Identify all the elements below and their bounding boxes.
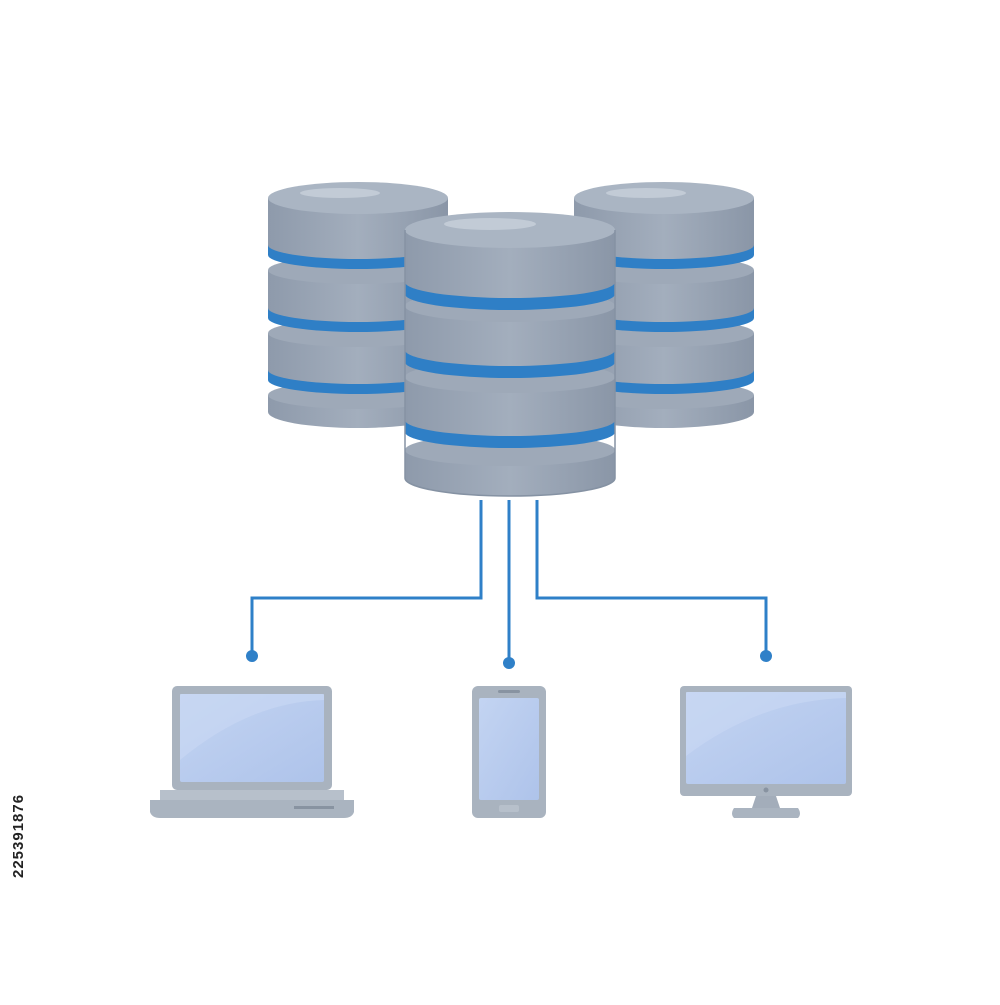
desktop-monitor-icon — [680, 686, 852, 818]
server-left — [268, 182, 448, 428]
server-right — [574, 182, 754, 428]
connector-monitor — [535, 500, 768, 655]
connectors — [250, 500, 768, 662]
laptop-icon — [150, 686, 354, 818]
smartphone-icon — [472, 686, 546, 818]
database-icon — [404, 212, 616, 497]
connector-laptop — [250, 500, 483, 655]
database-icon — [268, 182, 448, 428]
connector-node-laptop — [246, 650, 258, 662]
connector-node-phone — [503, 657, 515, 669]
stock-image-id: 225391876 — [10, 793, 27, 878]
server-center — [404, 212, 616, 497]
connector-node-monitor — [760, 650, 772, 662]
database-icon — [574, 182, 754, 428]
